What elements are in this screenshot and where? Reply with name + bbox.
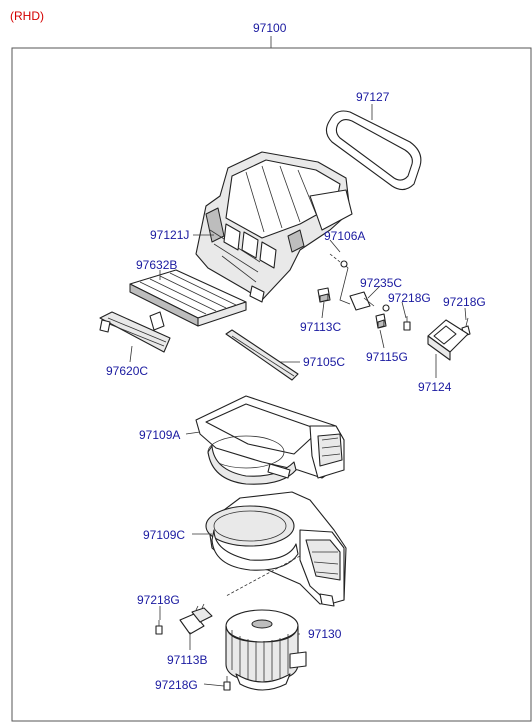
assembly-label[interactable]: 97100: [253, 21, 287, 35]
callout-97130[interactable]: 97130: [308, 627, 342, 641]
callout-97105C[interactable]: 97105C: [303, 355, 345, 369]
upper-blower-case-part: [195, 395, 345, 485]
variant-label: (RHD): [10, 9, 44, 23]
clip-part: [317, 287, 331, 303]
callout-97113B[interactable]: 97113B: [167, 653, 207, 667]
callout-97109A[interactable]: 97109A: [139, 428, 180, 442]
sensor-part: [375, 313, 387, 329]
callout-97218G-d[interactable]: 97218G: [155, 678, 198, 692]
callout-97218G-c[interactable]: 97218G: [137, 593, 180, 607]
damper-plate-part: [225, 329, 299, 381]
cabin-filter-part: [129, 269, 247, 331]
callout-97115G[interactable]: 97115G: [366, 350, 408, 364]
intake-duct-part: [195, 151, 353, 303]
lower-blower-case-part: [205, 491, 347, 607]
callout-97127[interactable]: 97127: [356, 90, 390, 104]
callout-97121J[interactable]: 97121J: [150, 228, 189, 242]
assembly-frame: [11, 47, 532, 722]
callout-97106A[interactable]: 97106A: [324, 229, 365, 243]
callout-97113C[interactable]: 97113C: [300, 320, 341, 334]
screw-part-d: [223, 676, 231, 691]
callout-97620C[interactable]: 97620C: [106, 364, 148, 378]
actuator-part: [349, 291, 390, 312]
link-rod-part: [339, 260, 351, 305]
callout-97235C[interactable]: 97235C: [360, 276, 402, 290]
resistor-bracket-part: [427, 319, 469, 361]
screw-part-a: [403, 316, 411, 331]
callout-97632B[interactable]: 97632B: [136, 258, 177, 272]
callout-97218G-b[interactable]: 97218G: [443, 295, 486, 309]
seal-gasket-part: [325, 110, 422, 191]
blower-motor-fan-part: [225, 609, 307, 691]
filter-cover-part: [99, 311, 171, 353]
callout-97124[interactable]: 97124: [418, 380, 452, 394]
screw-part-c: [155, 620, 163, 635]
callout-97109C[interactable]: 97109C: [143, 528, 185, 542]
resistor-clip-part: [179, 603, 213, 635]
callout-97218G-a[interactable]: 97218G: [388, 291, 431, 305]
